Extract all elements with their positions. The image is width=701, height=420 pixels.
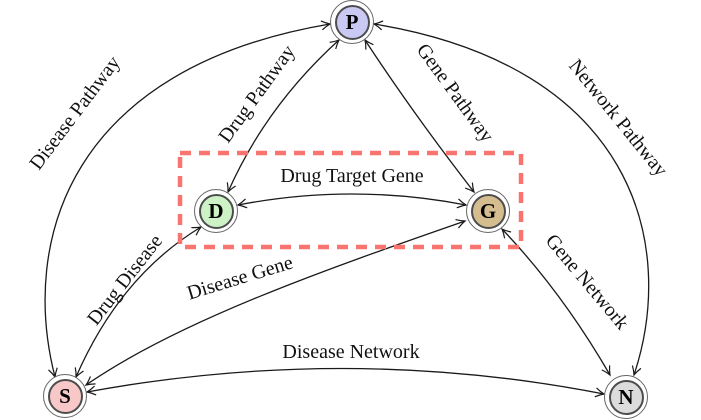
drug-target-gene-highlight-box	[177, 150, 524, 250]
node-gene: G	[466, 189, 510, 233]
node-network-circle: N	[608, 379, 644, 415]
node-gene-circle: G	[470, 193, 506, 229]
edge-disease-network	[85, 367, 606, 398]
edge-gene-network	[500, 227, 611, 377]
edge-drug-pathway	[226, 38, 341, 194]
node-pathway-circle: P	[334, 4, 370, 40]
node-network-letter: N	[618, 384, 634, 409]
node-pathway: P	[330, 0, 374, 44]
edge-gene-pathway	[364, 38, 476, 194]
node-pathway-letter: P	[345, 9, 359, 34]
edge-group	[44, 20, 650, 398]
node-disease-circle: S	[47, 378, 83, 414]
node-network: N	[604, 375, 648, 419]
node-drug-letter: D	[208, 198, 224, 223]
node-drug-circle: D	[198, 193, 234, 229]
node-gene-letter: G	[479, 198, 497, 223]
edge-disease-gene	[84, 218, 467, 386]
node-disease: S	[43, 374, 87, 418]
edge-label-disease-network: Disease Network	[282, 341, 420, 363]
node-disease-letter: S	[59, 383, 71, 408]
node-drug: D	[194, 189, 238, 233]
edge-label-drug-target-gene: Drug Target Gene	[280, 165, 424, 187]
edge-drug-target-gene	[236, 193, 468, 209]
